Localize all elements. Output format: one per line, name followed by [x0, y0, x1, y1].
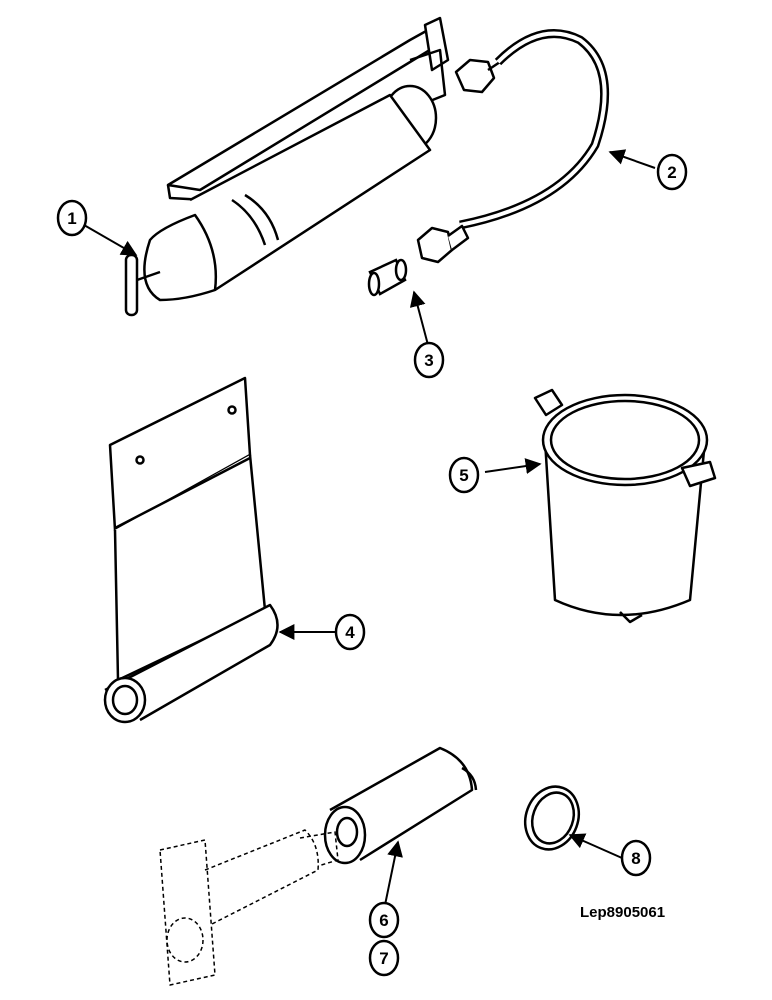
callout-8-label: 8 — [631, 849, 640, 868]
adaptor-illustration — [323, 746, 478, 865]
callout-4: 4 — [334, 613, 366, 651]
reference-code: Lep8905061 — [580, 904, 665, 921]
callout-7: 7 — [368, 939, 400, 977]
callout-6-label: 6 — [379, 911, 388, 930]
callout-5-label: 5 — [459, 466, 468, 485]
callout-7-label: 7 — [379, 949, 388, 968]
phantom-fitting-illustration — [159, 829, 339, 986]
callout-8: 8 — [620, 839, 652, 877]
callout-6: 6 — [368, 901, 400, 939]
coupler-illustration — [367, 258, 408, 297]
callout-3: 3 — [413, 341, 445, 379]
callout-4-label: 4 — [345, 623, 355, 642]
callout-3-label: 3 — [424, 351, 433, 370]
plate-illustration — [103, 376, 279, 724]
callout-5: 5 — [448, 456, 480, 494]
callout-2: 2 — [656, 153, 688, 191]
leader-lines — [83, 149, 656, 906]
container-illustration — [533, 388, 717, 624]
callout-2-label: 2 — [667, 163, 676, 182]
callout-1-label: 1 — [67, 209, 76, 228]
ring-illustration — [523, 785, 581, 851]
hose-illustration — [416, 29, 610, 264]
callout-1: 1 — [56, 199, 88, 237]
grease-gun-illustration — [124, 16, 450, 317]
